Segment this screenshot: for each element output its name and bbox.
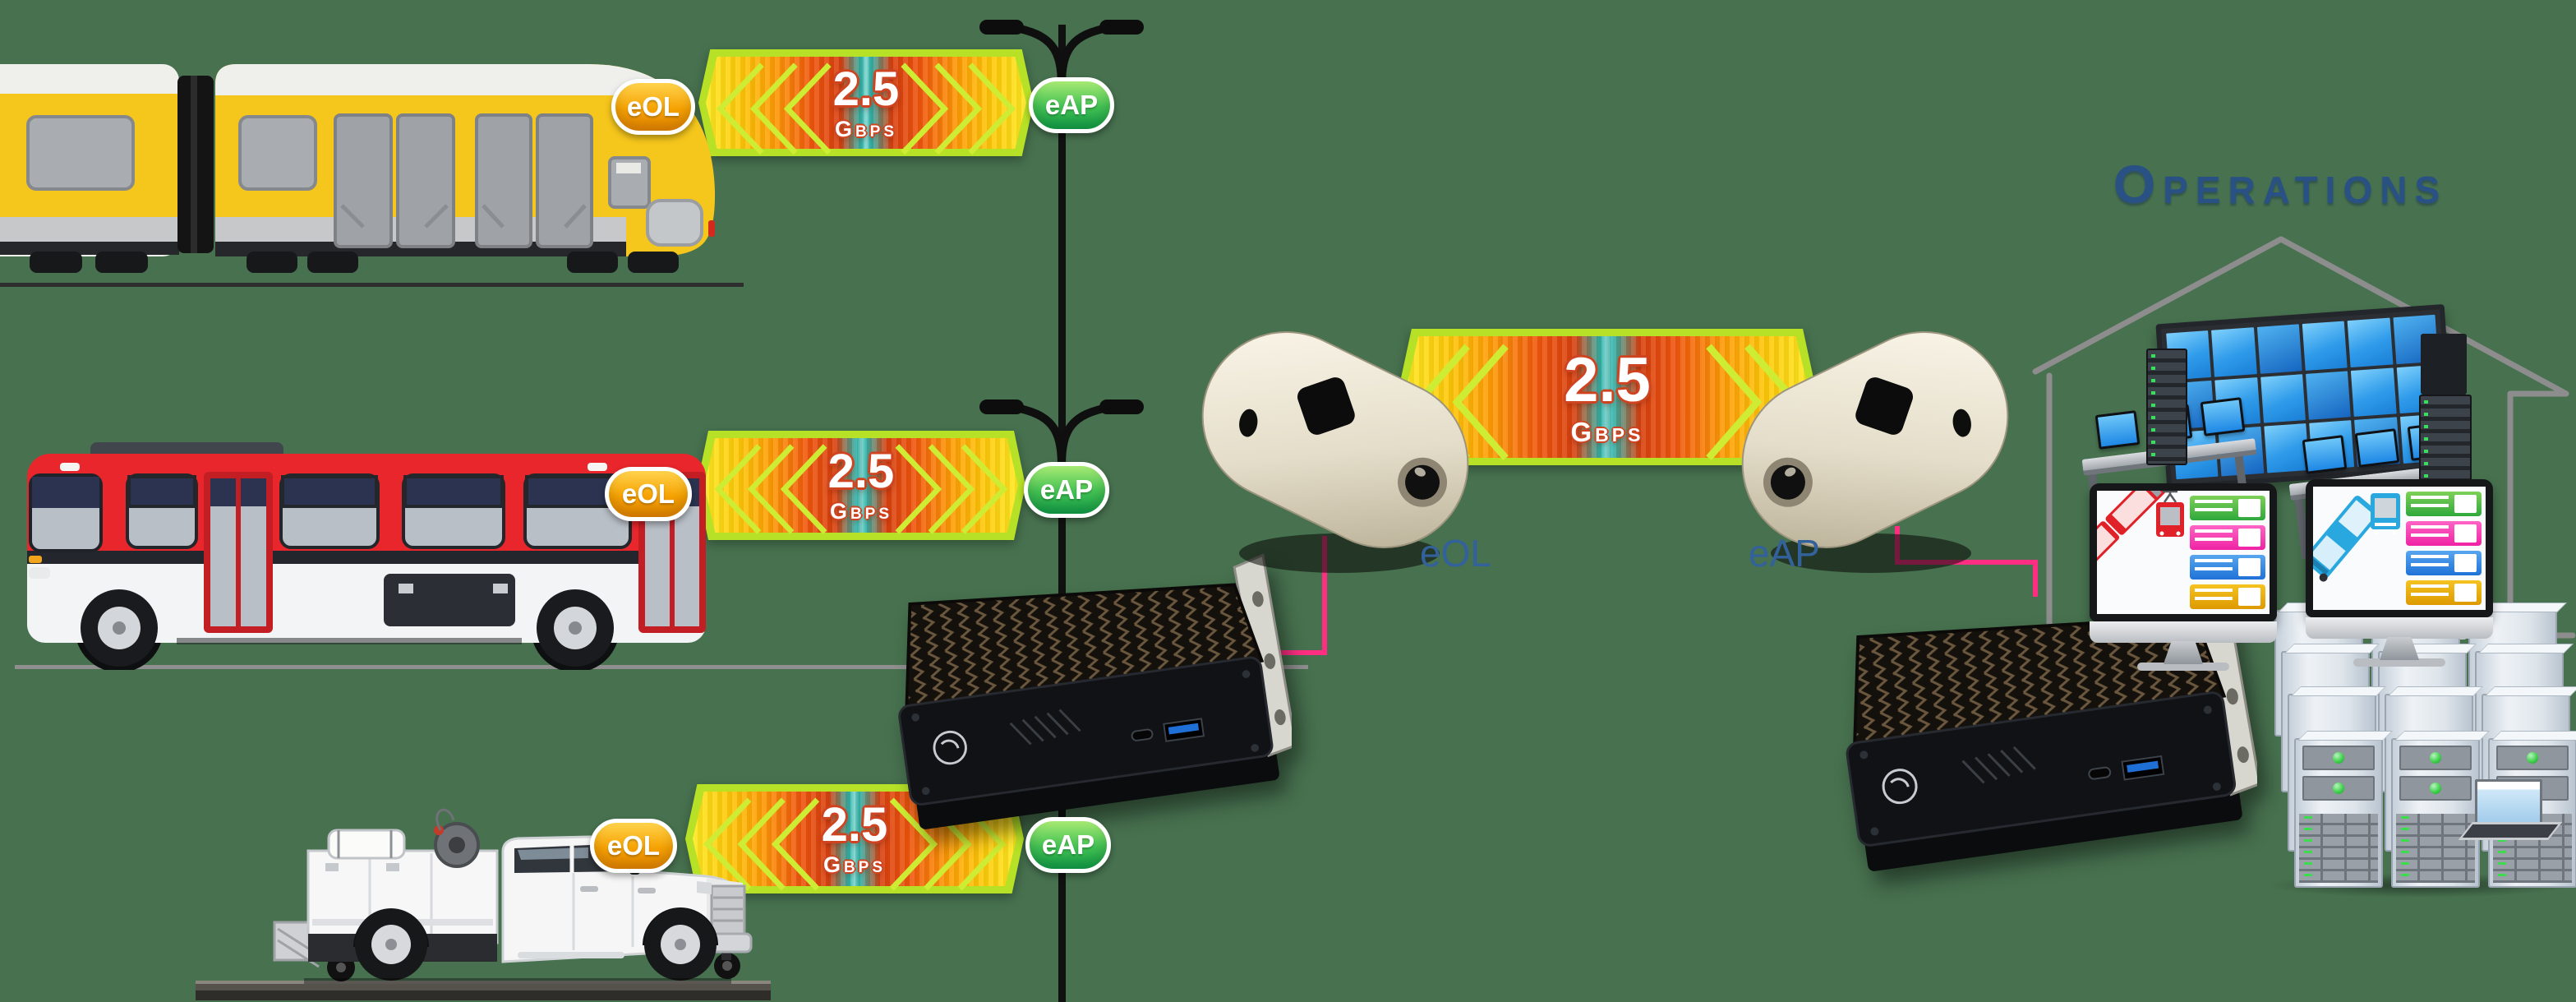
bus-engine-panel — [384, 574, 515, 626]
server-aisle-front — [2294, 738, 2576, 888]
laptop-tray — [2458, 822, 2563, 840]
radio-port-square — [1297, 377, 1355, 435]
radio-label-eap: eAP — [1749, 532, 1820, 575]
speed-banner-bus: 2.5 Gbps — [697, 431, 1025, 540]
bus-front-icon — [2371, 493, 2400, 535]
banner-unit: Gbps — [834, 116, 898, 141]
rugged-router-left — [898, 553, 1292, 829]
laptop-screen — [2475, 779, 2542, 829]
eol-badge-bus: eOL — [605, 467, 692, 521]
bus-front-door — [204, 472, 273, 633]
cable-eol-to-router — [1275, 536, 1327, 655]
banner-value: 2.5 — [1564, 344, 1651, 415]
bus-fleet-graphic — [2313, 493, 2400, 582]
bus-signal-light — [29, 556, 42, 563]
speed-banner-truck: 2.5 Gbps — [685, 784, 1024, 893]
radio-label-eol: eOL — [1420, 532, 1491, 575]
bus-windows — [126, 473, 632, 549]
radio-hole — [1239, 409, 1258, 437]
router-vents — [1009, 709, 1081, 746]
dashboard-monitor-rail — [2090, 483, 2277, 671]
eol-badge-truck: eOL — [590, 819, 677, 873]
bus-headlight — [29, 567, 50, 579]
rail-track — [196, 981, 771, 1000]
banner-chevrons — [714, 444, 1008, 534]
eap-badge-bus: eAP — [1024, 462, 1109, 518]
banner-unit: Gbps — [829, 499, 893, 524]
eap-badge-train: eAP — [1029, 77, 1114, 133]
eol-badge-train: eOL — [611, 79, 695, 135]
server-tower-top — [2421, 334, 2467, 395]
bus-black-band — [27, 551, 706, 564]
mini-monitor — [2200, 397, 2246, 436]
server-rack-left — [2146, 349, 2187, 465]
eap-badge-truck: eAP — [1025, 817, 1111, 873]
banner-chevrons — [716, 62, 1016, 155]
wayside-radio-eap — [1741, 331, 2009, 573]
banner-value: 2.5 — [832, 62, 900, 116]
rail-fleet-graphic — [2097, 491, 2184, 579]
banner-value: 2.5 — [827, 445, 895, 498]
tram-windshield — [646, 199, 703, 247]
bus-ground-line — [15, 665, 1308, 669]
bus-windshield — [29, 473, 103, 552]
banner-value: 2.5 — [821, 798, 888, 852]
status-cards — [2405, 492, 2482, 605]
city-bus — [27, 442, 706, 670]
truck-tank — [327, 829, 406, 860]
hi-rail-truck — [273, 808, 753, 984]
mini-monitor — [2354, 428, 2400, 468]
speed-banner-train: 2.5 Gbps — [698, 49, 1034, 156]
rugged-router-right — [1846, 584, 2257, 871]
mini-monitor — [2302, 435, 2348, 474]
router-front-panel — [898, 656, 1274, 806]
mini-monitor — [2094, 410, 2141, 450]
wayside-radio-eol — [1201, 331, 1469, 573]
tram-car-front — [215, 64, 716, 273]
tram-taillight — [708, 220, 715, 237]
status-cards — [2189, 496, 2265, 609]
truck-hose-reel — [434, 808, 480, 868]
operations-title: Operations — [2113, 154, 2448, 215]
banner-chevrons — [703, 797, 1006, 891]
dashboard-monitor-bus — [2306, 479, 2493, 667]
router-heatsink — [905, 583, 1265, 713]
banner-unit: Gbps — [823, 852, 887, 877]
router-logo — [933, 730, 967, 765]
tram-ground-line — [0, 283, 744, 287]
bus-wheels — [81, 589, 614, 667]
light-rail-train — [0, 64, 716, 273]
truck-headlight — [697, 881, 712, 894]
usb-c-port — [1131, 728, 1154, 741]
tram-car-rear — [0, 64, 179, 273]
banner-unit: Gbps — [1570, 416, 1644, 447]
tram-front-icon — [2156, 491, 2184, 537]
truck-wheels — [353, 907, 718, 981]
